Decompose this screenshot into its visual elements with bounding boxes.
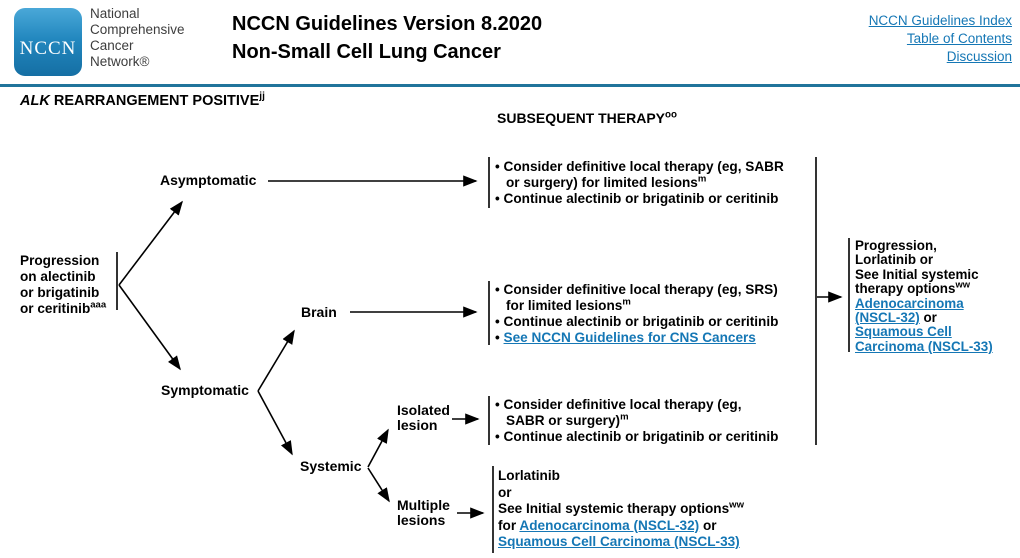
adenocarcinoma-nscl32-link[interactable]: Adenocarcinoma [855,295,964,311]
arrow-to-symptomatic [118,284,181,371]
section-title-rest: REARRANGEMENT POSITIVE [49,93,260,109]
page-title: NCCN Guidelines Version 8.2020 Non-Small… [232,10,542,66]
multiple-line: Multiple [397,497,450,513]
squamous-nscl33-link[interactable]: Squamous Cell [855,324,952,340]
section-title-gene: ALK [20,93,50,109]
panel-line: therapy optionsww [855,279,1017,297]
therapy-line: See Initial systemic therapy optionsww [498,499,744,518]
arrow-to-asymptomatic [118,200,183,286]
squamous-nscl33-link[interactable]: Carcinoma (NSCL-33) [855,338,993,354]
footnote-oo: oo [665,109,677,121]
footnote-jj: jj [259,91,265,103]
node-systemic: Systemic [300,458,362,474]
bullet-line: for limited lesionsm [495,296,778,314]
bullet-line: • Continue alectinib or brigatinib or ce… [495,191,779,206]
root-line: Progression [20,253,100,268]
arrow-to-brain [257,329,295,392]
org-line: Comprehensive [90,22,185,37]
bullet-line-text: for limited lesions [506,298,623,313]
panel-line: Carcinoma (NSCL-33) [855,338,1017,354]
org-line: Network® [90,54,150,69]
footnote-ww: ww [729,499,744,511]
therapy-box-asymptomatic: • Consider definitive local therapy (eg,… [495,159,784,207]
therapy-line-text: See Initial systemic therapy options [498,501,730,516]
node-multiple-lesions: Multiple lesions [397,498,450,528]
footnote-ww: ww [955,279,971,290]
nccn-logo-icon: NCCN [14,8,82,76]
bullet-line-text: SABR or surgery) [506,413,621,428]
bullet-line: • Continue alectinib or brigatinib or ce… [495,314,779,329]
footnote-m: m [622,296,631,308]
panel-line: See Initial systemic [855,266,979,282]
panel-line-text: or [919,310,937,326]
node-progression-root: Progression on alectinib or brigatinib o… [20,253,106,317]
panel-line: Squamous Cell [855,325,1017,339]
panel-line: Adenocarcinoma [855,295,1017,311]
footnote-aaa: aaa [90,299,107,311]
panel-line: Progression, [855,238,937,253]
arrow-to-systemic [257,390,293,456]
bullet-line: • Consider definitive local therapy (eg,… [495,282,778,297]
guidelines-index-link[interactable]: NCCN Guidelines Index [868,13,1012,28]
adenocarcinoma-nscl32-link[interactable]: (NSCL-32) [855,310,920,326]
squamous-nscl33-link[interactable]: Squamous Cell Carcinoma (NSCL-33) [498,534,740,549]
arrow-to-isolated-lesion [367,428,389,468]
header-nav: NCCN Guidelines Index Table of Contents … [869,12,1012,66]
section-title: ALK REARRANGEMENT POSITIVEjj [20,91,265,109]
cns-cancers-guidelines-link[interactable]: See NCCN Guidelines for CNS Cancers [503,330,756,345]
bullet-line: • Consider definitive local therapy (eg,… [495,159,784,174]
progression-panel: Progression, Lorlatinib or See Initial s… [855,238,1017,354]
bullet-line: or surgery) for limited lesionsm [495,173,784,191]
therapy-line: or [498,484,512,500]
root-line: or brigatinib [20,285,100,300]
therapy-box-multiple: Lorlatinib or See Initial systemic thera… [498,468,744,551]
node-asymptomatic: Asymptomatic [160,172,257,188]
panel-line-text: therapy options [855,281,956,297]
node-brain: Brain [301,304,337,320]
therapy-line-text: or [699,517,717,533]
root-line-text: or ceritinib [20,301,91,316]
node-symptomatic: Symptomatic [161,382,249,398]
therapy-line: Squamous Cell Carcinoma (NSCL-33) [498,534,744,551]
header-divider [0,84,1020,87]
therapy-line-text: for [498,517,520,533]
bullet-line-text: or surgery) for limited lesions [506,175,698,190]
discussion-link[interactable]: Discussion [946,49,1012,64]
org-line: Cancer [90,38,134,53]
multiple-line: lesions [397,512,446,528]
isolated-line: Isolated [397,402,450,418]
table-of-contents-link[interactable]: Table of Contents [906,31,1012,46]
panel-line: (NSCL-32) or [855,310,1017,326]
node-isolated-lesion: Isolated lesion [397,403,450,433]
bullet-line: • Continue alectinib or brigatinib or ce… [495,429,779,444]
guidelines-version-title: NCCN Guidelines Version 8.2020 [232,13,543,35]
org-line: National [90,6,140,21]
root-line: or ceritinibaaa [20,299,107,317]
bullet-line: • See NCCN Guidelines for CNS Cancers [495,330,778,346]
org-name: National Comprehensive Cancer Network® [90,6,185,70]
therapy-line: for Adenocarcinoma (NSCL-32) or [498,518,744,535]
cancer-type-title: Non-Small Cell Lung Cancer [232,41,501,63]
panel-line: Lorlatinib or [855,252,934,268]
bullet-glyph: • [495,330,504,345]
footnote-m: m [697,173,707,185]
adenocarcinoma-nscl32-link[interactable]: Adenocarcinoma (NSCL-32) [519,517,700,533]
nccn-logo-text: NCCN [19,38,77,59]
root-line: on alectinib [20,269,96,284]
therapy-box-brain: • Consider definitive local therapy (eg,… [495,282,778,346]
isolated-line: lesion [397,417,438,433]
therapy-box-isolated: • Consider definitive local therapy (eg,… [495,397,778,445]
arrow-to-multiple-lesions [367,467,390,503]
bullet-line: SABR or surgery)m [495,411,778,429]
column-header-text: SUBSEQUENT THERAPY [497,110,666,126]
bullet-line: • Consider definitive local therapy (eg, [495,397,742,412]
therapy-line: Lorlatinib [498,468,560,483]
column-header-subsequent-therapy: SUBSEQUENT THERAPYoo [497,110,677,126]
footnote-m: m [620,411,629,423]
